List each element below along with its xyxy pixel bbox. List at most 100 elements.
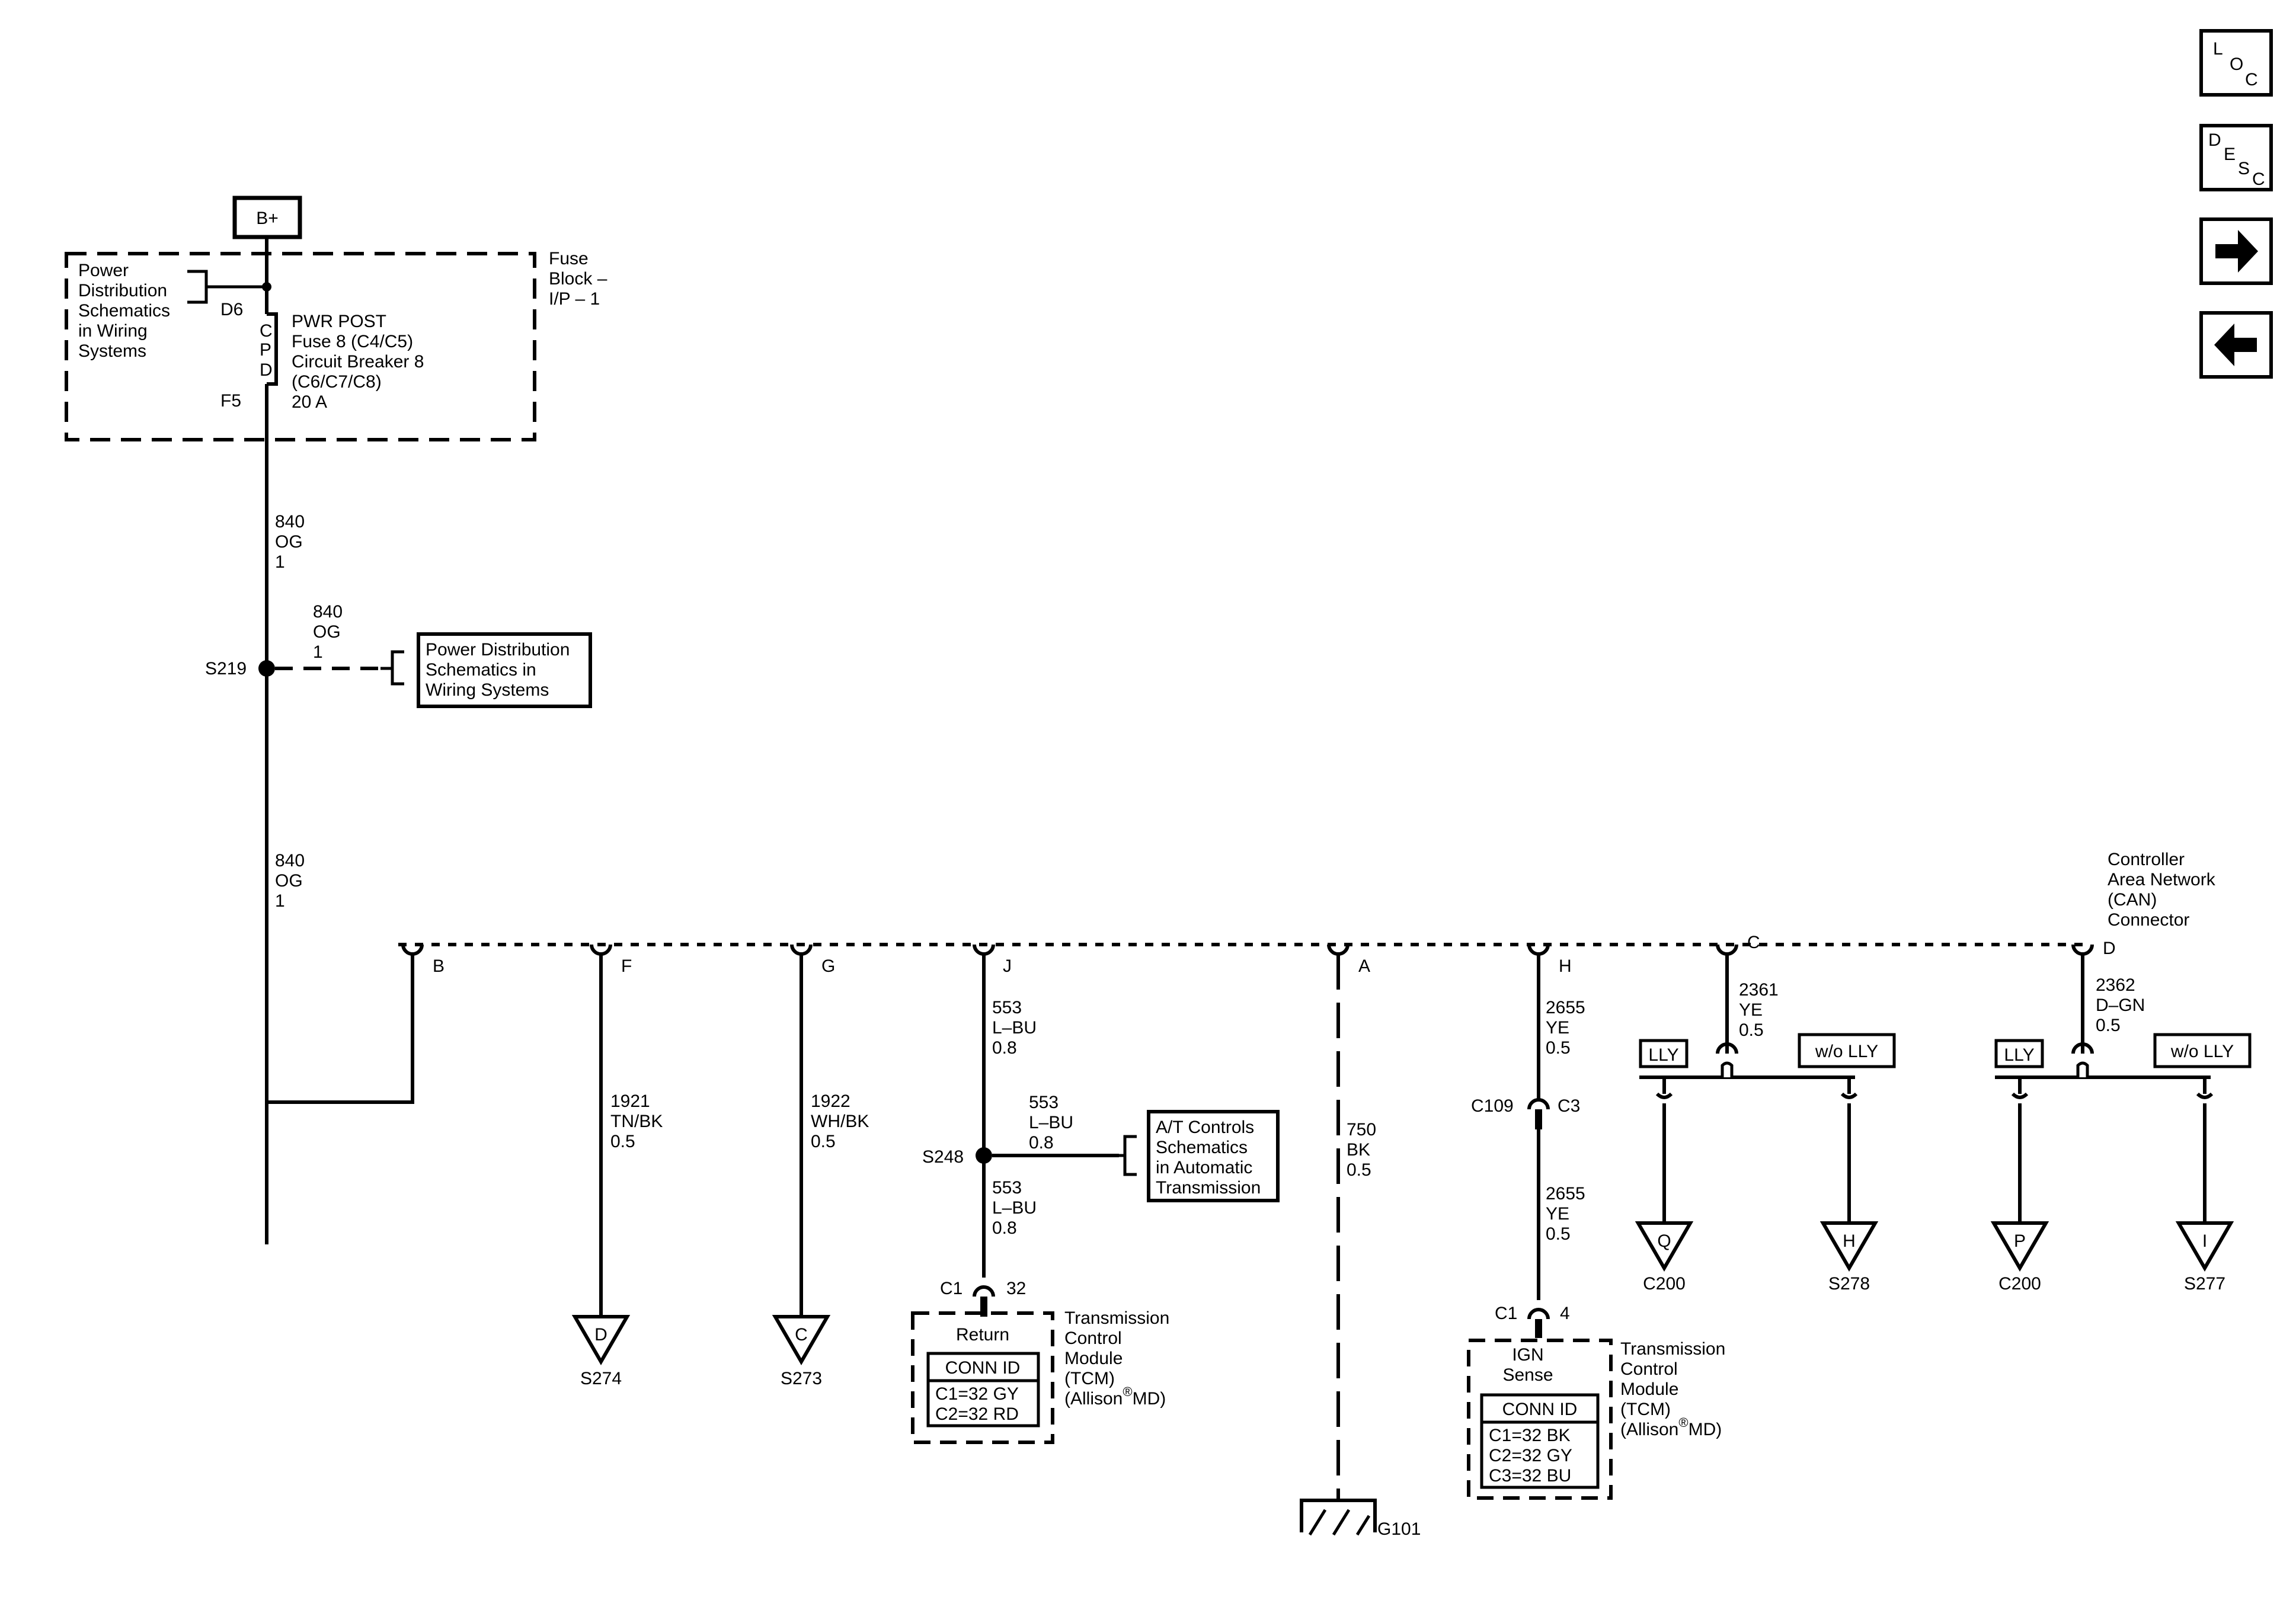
tcm-right-title-4: (TCM) [1620,1400,1671,1419]
pin-f5-label: F5 [220,391,241,411]
svg-text:BK: BK [1347,1140,1370,1160]
option-lly-c: LLY [1639,1039,1689,1068]
pin-j-label: J [1003,956,1012,976]
svg-text:553: 553 [992,1178,1022,1198]
pin-d6-label: D6 [220,300,243,319]
wire-to-q-c200 [1655,1077,1673,1223]
wire-2655-upper-label: 2655 YE 0.5 [1546,998,1585,1058]
at-ref-line-1: A/T Controls [1156,1118,1254,1137]
b-plus-label: B+ [256,209,279,228]
tcm-right-title-5: (Allison®MD) [1620,1415,1722,1439]
ground-g101-label: G101 [1377,1519,1421,1539]
offpage-i-s277[interactable]: I S277 [2175,1221,2234,1294]
svg-text:H: H [1843,1231,1856,1251]
connector-c1-pin-32: C1 32 [940,1279,1026,1317]
tcm-left-title-5: (Allison®MD) [1064,1384,1166,1409]
svg-text:0.8: 0.8 [1029,1133,1054,1153]
tcm-right-title-3: Module [1620,1379,1678,1399]
wire-to-h-s278 [1840,1077,1858,1223]
fuse-block-ip1: Fuse Block – I/P – 1 [65,249,607,441]
svg-text:(CAN): (CAN) [2108,890,2157,910]
wire-1922-label: 1922 WH/BK 0.5 [811,1092,869,1151]
pd-reference-s219[interactable]: Power Distribution Schematics in Wiring … [380,632,592,708]
cpd-circuit-breaker-symbol: C P D [260,237,278,1244]
connector-c1-pin-4: C1 4 [1495,1304,1570,1338]
wire-840-branch-label: 840 OG 1 [313,602,343,662]
at-controls-reference[interactable]: A/T Controls Schematics in Automatic Tra… [1119,1110,1280,1202]
pd-reference-fuse-block[interactable]: Power Distribution Schematics in Wiring … [78,261,267,361]
offpage-d-s274[interactable]: D S274 [571,1315,631,1388]
svg-text:0.8: 0.8 [992,1038,1017,1058]
svg-text:2655: 2655 [1546,1184,1585,1204]
splice-s219-label: S219 [205,659,247,678]
svg-text:0.5: 0.5 [610,1132,635,1151]
svg-text:YE: YE [1546,1204,1569,1224]
svg-text:S274: S274 [580,1369,622,1388]
option-wo-lly-d: w/o LLY [2153,1033,2252,1068]
svg-text:w/o LLY: w/o LLY [2170,1042,2234,1061]
wire-553-branch-label: 553 L–BU 0.8 [1029,1093,1073,1153]
svg-text:2361: 2361 [1739,980,1779,1000]
s219-ref-line-2: Schematics in [426,660,536,680]
tcm-module-left: Return CONN ID C1=32 GY C2=32 RD Transmi… [911,1308,1169,1444]
offpage-p-c200[interactable]: P C200 [1990,1221,2049,1294]
svg-text:840: 840 [275,851,305,870]
can-connector-title: Controller Area Network (CAN) Connector [2108,850,2216,930]
wire-840-upper-label: 840 OG 1 [275,512,305,572]
fuse-block-title-3: I/P – 1 [549,289,600,309]
next-page-button[interactable] [2199,217,2273,285]
offpage-h-s278[interactable]: H S278 [1819,1221,1879,1294]
splice-s219 [258,660,275,677]
arrow-left-icon [2214,324,2257,366]
option-break-d [2071,1042,2094,1054]
svg-text:1: 1 [275,552,285,572]
tcm-left-title-3: Module [1064,1349,1123,1368]
svg-text:D–GN: D–GN [2096,996,2145,1015]
desc-button[interactable]: D E S C [2199,124,2273,191]
svg-text:1922: 1922 [811,1092,850,1111]
svg-text:TN/BK: TN/BK [610,1112,663,1131]
wire-to-i-s277 [2196,1077,2214,1223]
cpd-letter-d: D [260,360,273,380]
loc-letter-l: L [2213,39,2223,59]
loc-button[interactable]: L O C [2199,29,2273,97]
svg-text:2362: 2362 [2096,975,2135,995]
tcm-right-row-c1: C1=32 BK [1489,1426,1571,1445]
pd-ref-line-4: in Wiring [78,321,148,341]
tcm-left-title-4: (TCM) [1064,1369,1115,1388]
svg-text:0.5: 0.5 [2096,1016,2121,1035]
tcm-left-row-c2: C2=32 RD [935,1404,1019,1424]
prev-page-button[interactable] [2199,311,2273,379]
svg-text:553: 553 [1029,1093,1059,1112]
tcm-right-conn-id: CONN ID [1502,1400,1578,1419]
wire-to-p-c200 [2011,1077,2029,1223]
svg-text:0.5: 0.5 [1347,1160,1371,1180]
wire-2655-lower-label: 2655 YE 0.5 [1546,1184,1585,1244]
at-ref-line-2: Schematics [1156,1138,1248,1157]
svg-text:L–BU: L–BU [992,1018,1037,1038]
svg-text:C1: C1 [940,1279,962,1298]
tcm-right-row-c2: C2=32 GY [1489,1446,1572,1465]
tcm-right-function-2: Sense [1502,1365,1553,1385]
svg-text:OG: OG [275,532,303,552]
tcm-left-row-c1: C1=32 GY [935,1384,1019,1404]
arrow-right-icon [2215,230,2258,273]
svg-text:750: 750 [1347,1120,1376,1140]
svg-text:553: 553 [992,998,1022,1017]
svg-text:C109: C109 [1471,1096,1514,1116]
svg-text:LLY: LLY [2004,1045,2034,1065]
at-ref-line-4: Transmission [1156,1178,1261,1198]
tcm-right-title-1: Transmission [1620,1339,1725,1359]
fuse-desc-3: Circuit Breaker 8 [292,352,424,372]
s219-ref-line-3: Wiring Systems [426,680,549,700]
svg-text:I: I [2202,1231,2207,1251]
pin-d-label: D [2103,939,2116,958]
svg-text:0.5: 0.5 [811,1132,836,1151]
svg-text:WH/BK: WH/BK [811,1112,869,1131]
offpage-q-c200[interactable]: Q C200 [1635,1221,1694,1294]
tcm-module-right: IGN Sense CONN ID C1=32 BK C2=32 GY C3=3… [1467,1339,1725,1500]
svg-text:LLY: LLY [1648,1045,1678,1065]
loc-letter-c: C [2245,70,2258,89]
svg-text:0.5: 0.5 [1739,1020,1764,1040]
offpage-c-s273[interactable]: C S273 [772,1315,831,1388]
